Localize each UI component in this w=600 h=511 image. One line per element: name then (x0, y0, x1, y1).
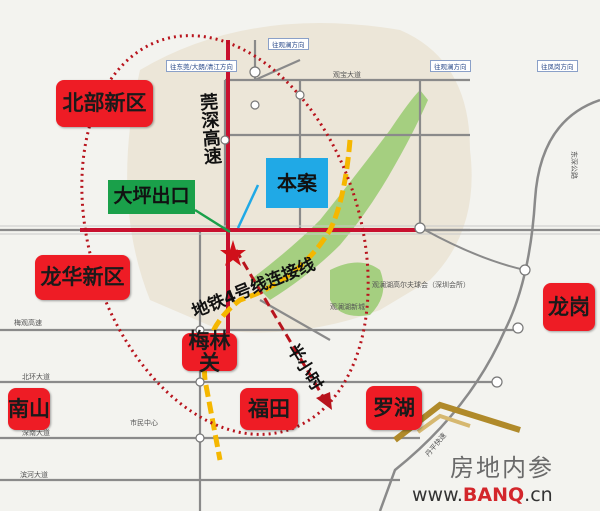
watermark-cn: 房地内参 (450, 454, 554, 482)
district-meilin-guan: 梅林关 (182, 330, 237, 374)
road-label-beihuan: 北环大道 (22, 373, 50, 381)
coverage-ellipse (80, 34, 370, 436)
place-label-guanlan-lake: 观澜湖新城 (330, 303, 365, 311)
watermark-suffix: .cn (524, 484, 553, 506)
half-hour-arrowhead (316, 392, 332, 410)
watermark-prefix: www. (412, 484, 463, 506)
place-label-golf: 观澜湖高尔夫球会（深圳会所） (372, 281, 470, 289)
district-longhua-new: 龙华新区 (35, 255, 130, 300)
road-label-shennan: 深南大道 (22, 429, 50, 437)
east-connector (424, 229, 526, 271)
project-star (220, 240, 246, 266)
green-belt (250, 90, 428, 300)
road-label-guanbao: 观宝大道 (333, 71, 361, 79)
road-label-binhe: 滨河大道 (20, 471, 48, 479)
watermark-brand: BANQ (462, 484, 525, 506)
half-hour-arrow (234, 249, 327, 401)
district-luohu: 罗湖 (366, 386, 422, 430)
top-direction-box-2: 往东莞/大朗/清江方向 (166, 60, 237, 72)
district-longgang: 龙岗 (543, 283, 595, 331)
daping-exit-box: 大坪出口 (108, 180, 195, 214)
top-direction-box-3: 往观澜方向 (430, 60, 471, 72)
place-label-shimin: 市民中心 (130, 419, 158, 427)
district-futian: 福田 (240, 388, 298, 430)
road-label-east: 东深公路 (570, 151, 578, 179)
road-nodes (195, 66, 531, 443)
green-pointer (194, 208, 231, 234)
top-direction-box-1: 往观澜方向 (268, 38, 309, 50)
road-casings (0, 225, 600, 235)
watermark-url: www.BANQ.cn (412, 484, 553, 506)
blue-pointer (236, 184, 260, 229)
road-label-meiguan: 梅观高速 (14, 319, 42, 327)
top-direction-box-4: 往凤岗方向 (537, 60, 578, 72)
roof-logo-inner (416, 413, 471, 434)
expressway-label: 莞深高速 (196, 92, 223, 166)
district-north-new: 北部新区 (56, 80, 153, 127)
district-nanshan: 南山 (8, 388, 50, 430)
green-patch (330, 262, 384, 316)
project-box: 本案 (266, 158, 328, 208)
